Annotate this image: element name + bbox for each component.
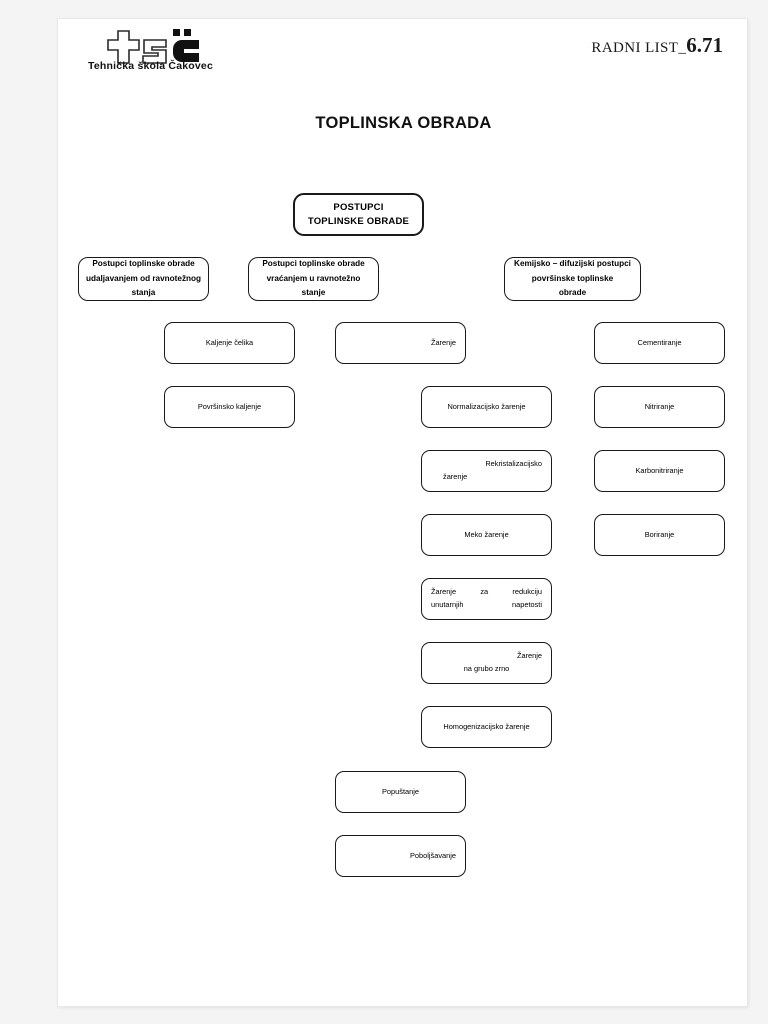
document-page: Tehnička škola Čakovec RADNI LIST_6.71 T…	[57, 18, 748, 1007]
node-zarenje-grubo-zrno: Žarenje na grubo zrno	[421, 642, 552, 684]
tsc-logo-icon	[104, 27, 214, 72]
root-line-1: POSTUPCI	[333, 201, 384, 213]
node-zarenje-label: Žarenje	[430, 337, 456, 347]
category-kemijsko-difuzijski: Kemijsko – difuzijski postupci površinsk…	[504, 257, 641, 301]
node-boriranje: Boriranje	[594, 514, 725, 556]
node-karbonitriranje: Karbonitriranje	[594, 450, 725, 492]
node-zarenje-grubo-zrno-line-1: Žarenje	[516, 651, 542, 661]
node-homogenizacijsko-zarenje: Homogenizacijsko žarenje	[421, 706, 552, 748]
node-povrsinsko-kaljenje-label: Površinsko kaljenje	[197, 401, 262, 411]
node-popustanje: Popuštanje	[335, 771, 466, 813]
school-name-label: Tehnička škola Čakovec	[88, 60, 214, 72]
node-boriranje-label: Boriranje	[644, 529, 675, 539]
node-popustanje-label: Popuštanje	[382, 786, 419, 796]
node-zarenje-redukcija-line-2: unutarnjih napetosti	[431, 600, 542, 609]
node-kaljenje-celika: Kaljenje čelika	[164, 322, 295, 364]
node-kaljenje-celika-label: Kaljenje čelika	[205, 337, 254, 347]
node-poboljsavanje: Poboljšavanje	[335, 835, 466, 877]
node-zarenje-grubo-zrno-line-2: na grubo zrno	[463, 664, 510, 673]
node-normalizacijsko-zarenje: Normalizacijsko žarenje	[421, 386, 552, 428]
node-homogenizacijsko-zarenje-label: Homogenizacijsko žarenje	[443, 721, 530, 731]
node-nitriranje-label: Nitriranje	[644, 401, 675, 411]
page-title: TOPLINSKA OBRADA	[315, 114, 492, 132]
node-karbonitriranje-label: Karbonitriranje	[635, 465, 684, 475]
node-rekristalizacijsko-line-2: žarenje	[443, 472, 468, 481]
category-vracanje-line-1: Postupci toplinske obrade	[262, 259, 365, 269]
node-cementiranje: Cementiranje	[594, 322, 725, 364]
category-vracanje-line-2: vraćanjem u ravnotežno	[266, 273, 361, 283]
node-zarenje-redukcija: Žarenje za redukciju unutarnjih napetost…	[421, 578, 552, 620]
category-vracanje-line-3: stanje	[301, 288, 326, 298]
worksheet-separator: _	[678, 40, 687, 56]
node-postupci-toplinske-obrade: POSTUPCI TOPLINSKE OBRADE	[293, 193, 424, 236]
node-povrsinsko-kaljenje: Površinsko kaljenje	[164, 386, 295, 428]
category-udaljavanje: Postupci toplinske obrade udaljavanjem o…	[78, 257, 209, 301]
node-poboljsavanje-label: Poboljšavanje	[409, 850, 456, 860]
category-kemijsko-line-1: Kemijsko – difuzijski postupci	[514, 259, 631, 269]
node-zarenje: Žarenje	[335, 322, 466, 364]
worksheet-number: 6.71	[686, 33, 723, 57]
category-vracanje: Postupci toplinske obrade vraćanjem u ra…	[248, 257, 379, 301]
node-normalizacijsko-zarenje-label: Normalizacijsko žarenje	[447, 401, 526, 411]
category-udaljavanje-line-2: udaljavanjem od ravnotežnog	[85, 273, 202, 283]
school-logo: Tehnička škola Čakovec	[78, 27, 298, 83]
node-rekristalizacijsko-line-1: Rekristalizacijsko	[485, 459, 542, 469]
node-nitriranje: Nitriranje	[594, 386, 725, 428]
category-kemijsko-line-3: obrade	[558, 288, 587, 298]
worksheet-label: RADNI LIST	[591, 40, 679, 56]
node-rekristalizacijsko-zarenje: Rekristalizacijsko žarenje	[421, 450, 552, 492]
category-udaljavanje-line-1: Postupci toplinske obrade	[92, 259, 195, 269]
node-cementiranje-label: Cementiranje	[637, 337, 682, 347]
root-line-2: TOPLINSKE OBRADE	[307, 215, 410, 227]
worksheet-identifier: RADNI LIST_6.71	[591, 33, 723, 58]
category-kemijsko-line-2: površinske toplinske	[531, 273, 614, 283]
category-udaljavanje-line-3: stanja	[131, 288, 156, 298]
node-meko-zarenje: Meko žarenje	[421, 514, 552, 556]
node-zarenje-redukcija-line-1: Žarenje za redukciju	[431, 587, 542, 597]
node-meko-zarenje-label: Meko žarenje	[464, 529, 509, 539]
